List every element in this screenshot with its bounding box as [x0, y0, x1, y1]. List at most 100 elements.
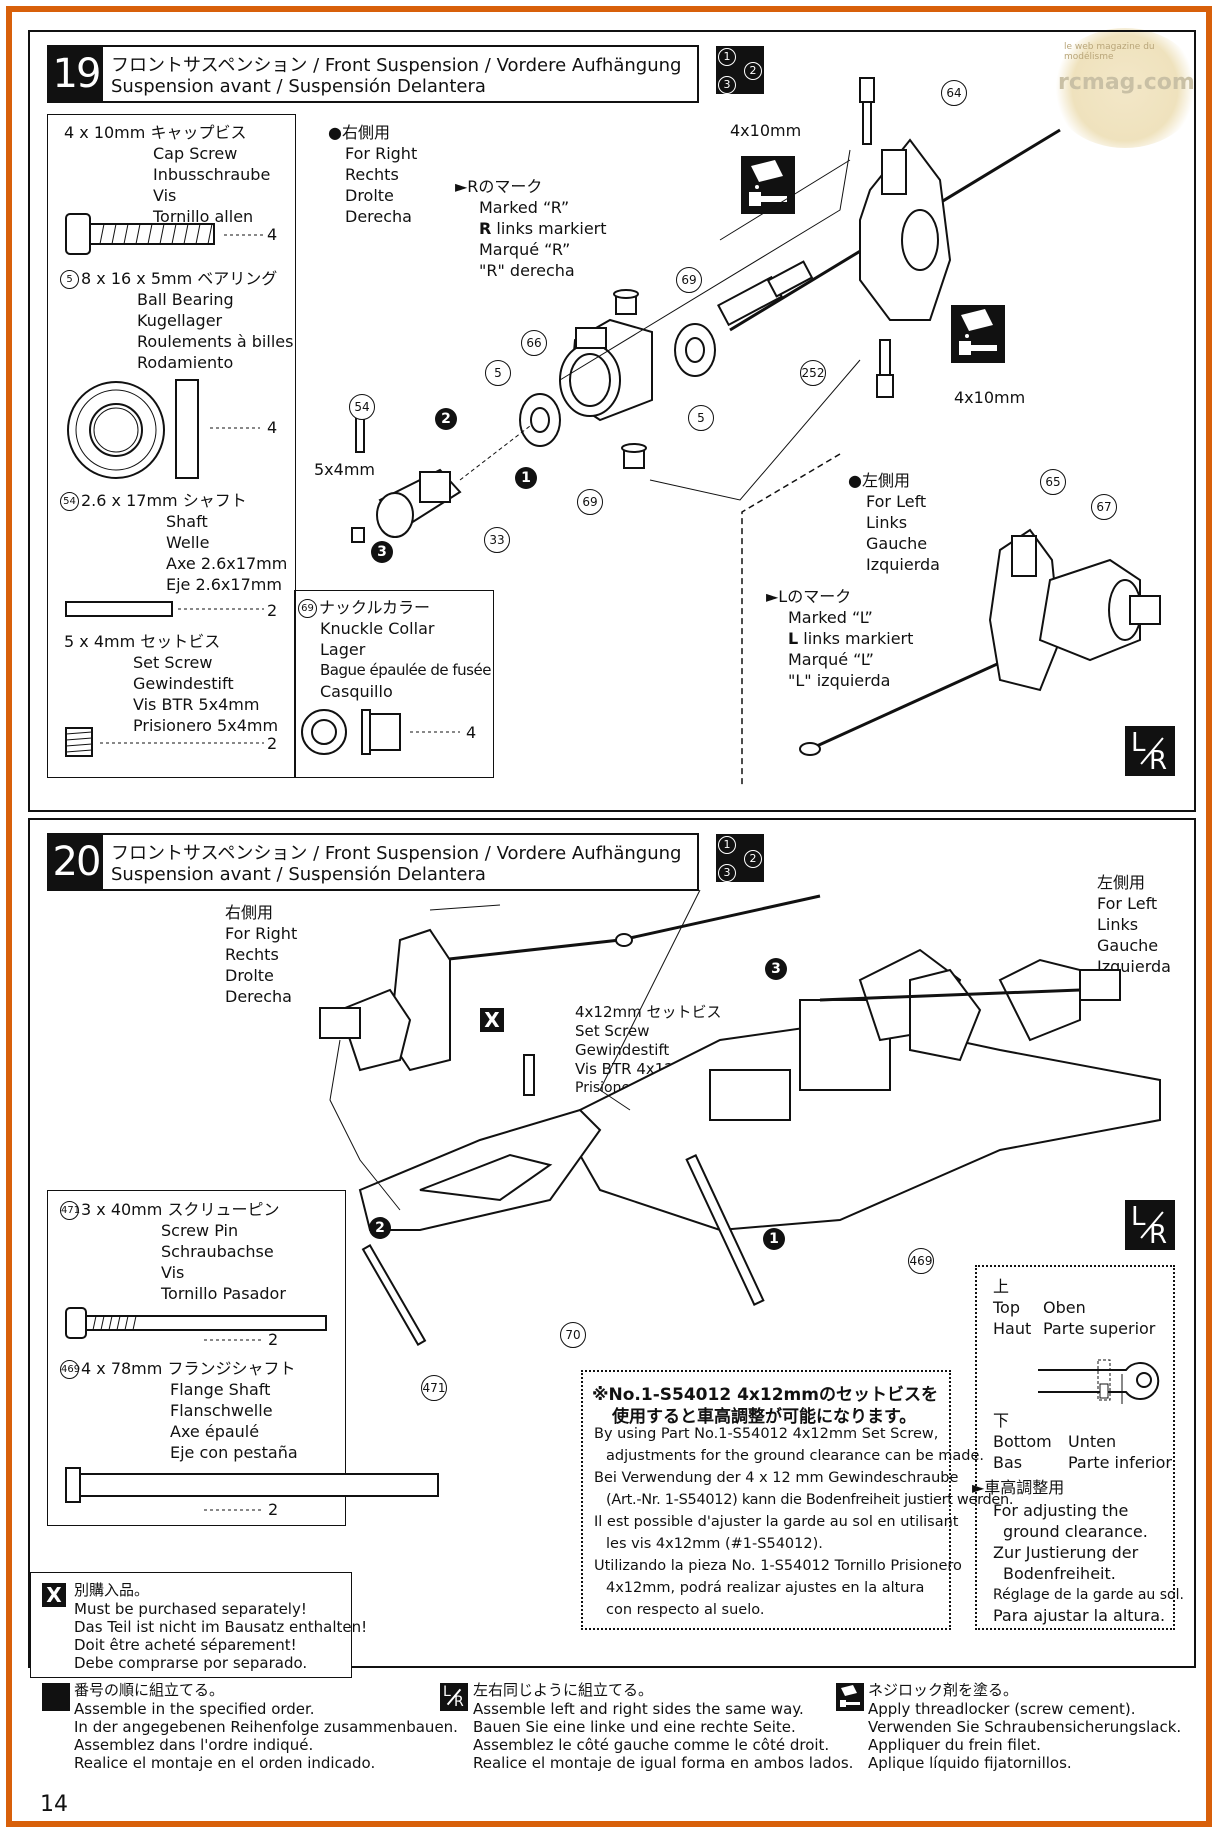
part-screwpin-fr: Vis [161, 1263, 185, 1282]
bearing-icon [67, 379, 260, 479]
threadlock-icon [836, 1683, 864, 1711]
part-bearing-de: Kugellager [137, 311, 223, 330]
note-fr2: les vis 4x12mm (#1-S54012). [606, 1536, 823, 1552]
part-screwpin-qty: 2 [268, 1330, 279, 1349]
part-screwpin-de: Schraubachse [161, 1242, 274, 1261]
part-collar-de: Lager [320, 640, 366, 659]
part-setscrew-en: Set Screw [133, 653, 213, 672]
part-capscrew-fr: Vis [153, 186, 177, 205]
part-no: 66 [521, 330, 547, 356]
part-setscrew-de: Gewindestift [133, 674, 234, 693]
page-frame [6, 6, 1212, 1827]
part-no: 469 [908, 1248, 934, 1274]
watermark-badge: rcmag.com le web magazine du modélisme [1050, 28, 1200, 148]
part-shaft-de: Welle [166, 533, 210, 552]
part-capscrew-es: Tornillo allen [153, 207, 254, 226]
note-en1: By using Part No.1-S54012 4x12mm Set Scr… [594, 1426, 939, 1442]
step19-title-line1: フロントサスペンション / Front Suspension / Vordere… [111, 55, 682, 76]
step-marker: 1 [515, 467, 537, 489]
step20-right-de: Rechts [225, 945, 279, 964]
legend-order-en: Assemble in the specified order. [74, 1700, 315, 1718]
legend-same-de: Bauen Sie eine linke und eine rechte Sei… [473, 1718, 796, 1736]
legend-purchase-fr: Doit être acheté séparement! [74, 1636, 297, 1654]
part-bearing-fr: Roulements à billes [137, 332, 294, 351]
mark-r-en: Marked “R” [479, 198, 570, 217]
collar-icon [301, 709, 460, 755]
part-no: 69 [577, 489, 603, 515]
part-flangeshaft-en: Flange Shaft [170, 1380, 271, 1399]
step19-left-en: For Left [866, 492, 927, 511]
left-side-dashed-divider [741, 453, 841, 786]
part-flangeshaft-de: Flanschwelle [170, 1401, 273, 1420]
step20-parts-box [47, 1190, 346, 1526]
height-adj-de2: Bodenfreiheit. [1003, 1564, 1116, 1583]
step20-left-en: For Left [1097, 894, 1158, 913]
legend-lock-jp: ネジロック剤を塗る。 [868, 1681, 1019, 1699]
legend-purchase-jp: 別購入品。 [74, 1581, 150, 1599]
step20-title-box: 20 フロントサスペンション / Front Suspension / Vord… [47, 833, 699, 891]
note-es1: Utilizando la pieza No. 1-S54012 Tornill… [594, 1558, 962, 1574]
part-no: 69 [676, 267, 702, 293]
shaft-icon [65, 601, 264, 617]
height-adj-en1: For adjusting the [993, 1501, 1129, 1520]
step-marker: 3 [371, 541, 393, 563]
part-flangeshaft-es: Eje con pestaña [170, 1443, 298, 1462]
part-capscrew-en: Cap Screw [153, 144, 238, 163]
height-bot-es: Parte inferior [1068, 1453, 1172, 1472]
note-en2: adjustments for the ground clearance can… [606, 1448, 984, 1464]
order-icon: 1 2 3 [716, 46, 764, 94]
screw-label-bottom: 4x10mm [954, 388, 1026, 407]
step20-panel [28, 818, 1196, 1668]
mark-r-de: R links markiert [479, 219, 607, 238]
part-no: 252 [800, 360, 826, 386]
step-marker: 2 [369, 1217, 391, 1239]
part-collar-en: Knuckle Collar [320, 619, 435, 638]
threadlock-icon [951, 305, 1005, 363]
step20-setscrew-en: Set Screw [575, 1022, 650, 1040]
legend-lock-de: Verwenden Sie Schraubensicherungslack. [868, 1718, 1182, 1736]
step20-right-es: Derecha [225, 987, 292, 1006]
step19-left-jp: ●左側用 [848, 471, 910, 490]
mark-r-jp: ►Rのマーク [455, 177, 543, 196]
step-marker: 3 [765, 958, 787, 980]
step20-right-en: For Right [225, 924, 298, 943]
legend-purchase-es: Debe comprarse por separado. [74, 1654, 308, 1672]
step19-right-en: For Right [345, 144, 418, 163]
height-adj-de1: Zur Justierung der [993, 1543, 1139, 1562]
height-bot-de: Unten [1068, 1432, 1117, 1451]
part-no: 471 [421, 1375, 447, 1401]
part-capscrew-de: Inbusschraube [153, 165, 271, 184]
height-bot-fr: Bas [993, 1453, 1023, 1472]
part-flangeshaft-size: 4694 x 78mm フランジシャフト [60, 1359, 296, 1379]
note-de1: Bei Verwendung der 4 x 12 mm Gewindeschr… [594, 1470, 959, 1486]
legend-same-jp: 左右同じように組立てる。 [473, 1681, 654, 1699]
note-de2: (Art.-Nr. 1-S54012) kann die Bodenfreihe… [606, 1492, 1014, 1508]
part-setscrew-qty: 2 [267, 734, 278, 753]
step19-right-de: Rechts [345, 165, 399, 184]
legend-purchase-de: Das Teil ist nicht im Bausatz enthalten! [74, 1618, 368, 1636]
step19-left-fr: Gauche [866, 534, 928, 553]
note-jp2: 使用すると車高調整が可能になります。 [612, 1407, 917, 1427]
mark-l-fr: Marqué “L” [788, 650, 874, 669]
legend-order-jp: 番号の順に組立てる。 [74, 1681, 225, 1699]
height-adjust-box [975, 1265, 1175, 1630]
legend-same-es: Realice el montaje de igual forma en amb… [473, 1754, 854, 1772]
note-fr1: Il est possible d'ajuster la garde au so… [594, 1514, 959, 1530]
part-setscrew-fr: Vis BTR 5x4mm [133, 695, 260, 714]
part-screwpin-size: 4713 x 40mm スクリューピン [60, 1200, 280, 1220]
mark-r-fr: Marqué “R” [479, 240, 571, 259]
step19-right-es: Derecha [345, 207, 412, 226]
page-number: 14 [40, 1792, 68, 1817]
part-no: 33 [484, 527, 510, 553]
threadlock-icon [741, 156, 795, 214]
part-screwpin-es: Tornillo Pasador [161, 1284, 286, 1303]
step19-collar-box [294, 590, 494, 778]
setscrew-icon [65, 727, 264, 757]
height-bot-en: Bottom [993, 1432, 1052, 1451]
height-adj-jp: ►車高調整用 [972, 1478, 1065, 1497]
note-jp1: ※No.1-S54012 4x12mmのセットビスを [592, 1385, 938, 1405]
setscrew-label: 5x4mm [314, 460, 375, 479]
mark-r-es: "R" derecha [479, 261, 575, 280]
